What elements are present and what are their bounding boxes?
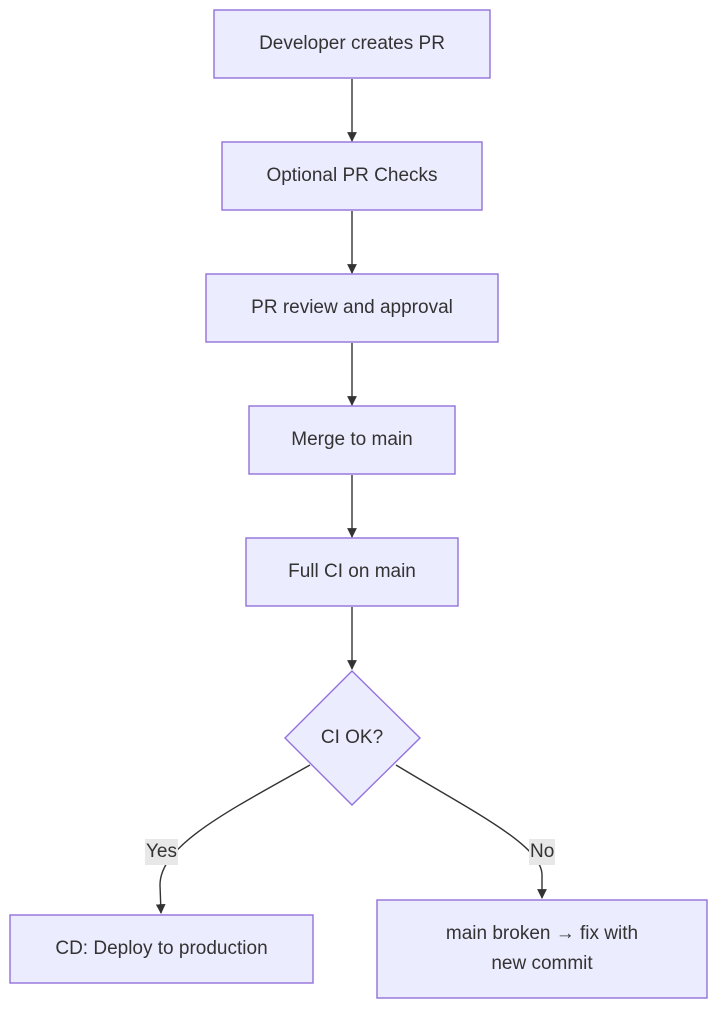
node-optional-pr-checks: Optional PR Checks	[266, 165, 438, 186]
node-optional-pr-checks-box	[221, 141, 483, 211]
node-merge-to-main-box	[248, 405, 456, 475]
node-merge-to-main: Merge to main	[291, 429, 413, 450]
node-pr-review-box	[205, 273, 499, 343]
edge-label-yes: Yes	[145, 839, 178, 865]
node-developer-creates-pr-box	[213, 9, 491, 79]
node-cd-deploy-box	[9, 914, 314, 984]
edge-yes	[155, 764, 311, 914]
node-cd-deploy-to-production: CD: Deploy to production	[55, 938, 268, 959]
node-main-broken-line1: main broken → fix with	[445, 923, 639, 944]
edge-no	[395, 764, 547, 899]
edge-label-no: No	[529, 839, 556, 865]
node-full-ci-on-main: Full CI on main	[288, 561, 416, 582]
node-ci-ok-diamond	[284, 670, 421, 806]
node-full-ci-box	[245, 537, 459, 607]
node-main-broken-line2: new commit	[491, 953, 593, 974]
node-main-broken-box	[376, 899, 708, 999]
node-developer-creates-pr: Developer creates PR	[259, 33, 445, 54]
node-pr-review-and-approval: PR review and approval	[251, 297, 453, 318]
node-ci-ok: CI OK?	[320, 727, 384, 748]
node-main-broken: main broken → fix with new commit	[377, 900, 707, 998]
